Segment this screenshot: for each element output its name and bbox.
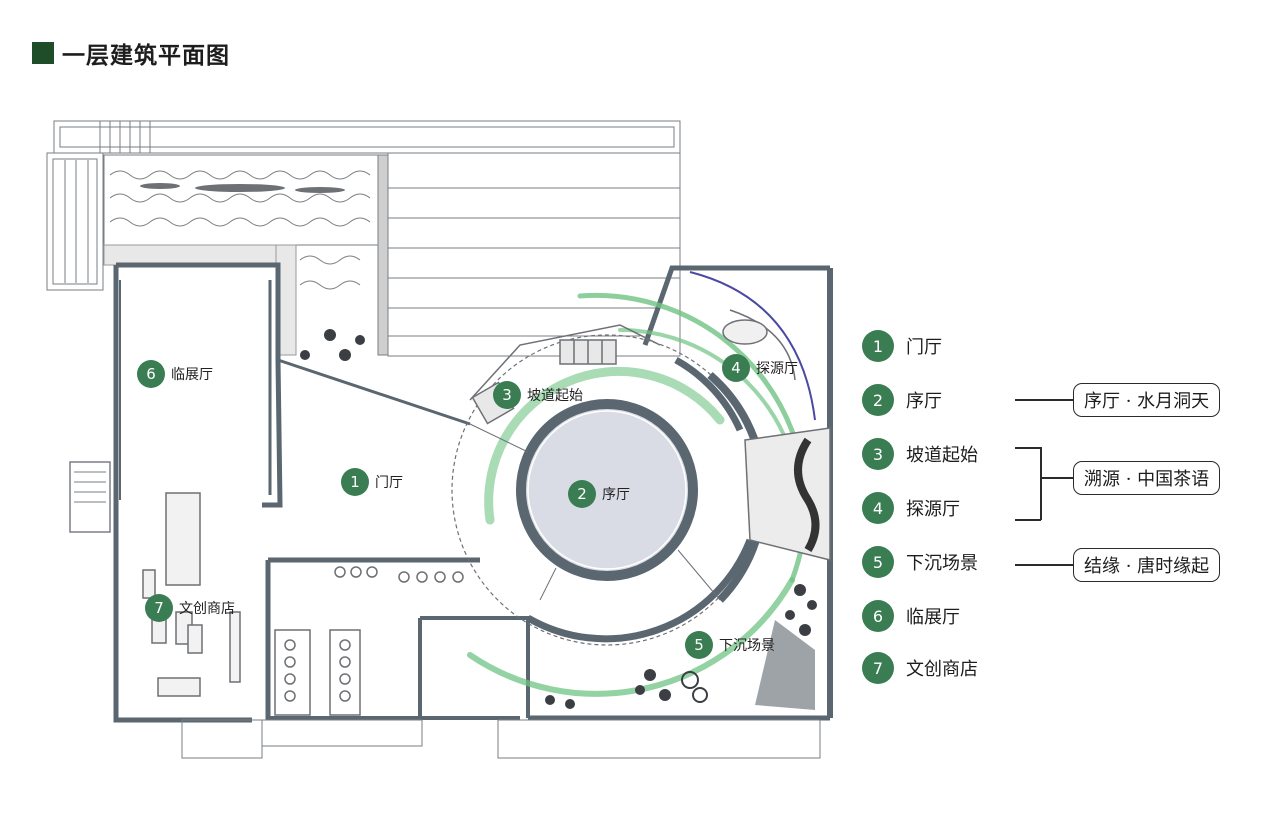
- page-title: 一层建筑平面图: [32, 36, 230, 70]
- legend-label: 临展厅: [906, 607, 960, 628]
- legend-item: 7 文创商店: [862, 652, 978, 684]
- title-text: 一层建筑平面图: [62, 42, 230, 69]
- water-basin: [103, 154, 389, 356]
- legend-label: 下沉场景: [906, 553, 978, 574]
- connector-line: [1015, 519, 1041, 521]
- plan-label-5: 5 下沉场景: [685, 631, 775, 659]
- legend-label: 文创商店: [906, 659, 978, 680]
- plan-label-7: 7 文创商店: [145, 594, 235, 622]
- plan-label-6: 6 临展厅: [137, 360, 213, 388]
- connector-line: [1015, 564, 1073, 566]
- svg-text:门厅: 门厅: [375, 475, 403, 491]
- svg-text:7: 7: [154, 599, 164, 617]
- shop-fixtures: [142, 492, 241, 697]
- legend-item: 6 临展厅: [862, 600, 960, 632]
- svg-text:2: 2: [577, 485, 587, 503]
- legend-number: 4: [862, 492, 894, 524]
- svg-text:文创商店: 文创商店: [179, 601, 235, 617]
- svg-text:探源厅: 探源厅: [756, 361, 798, 377]
- plan-label-1: 1 门厅: [341, 468, 403, 496]
- toilet-block: [274, 566, 464, 716]
- theme-box: 序厅 · 水月洞天: [1073, 383, 1221, 417]
- svg-text:下沉场景: 下沉场景: [719, 638, 775, 654]
- svg-text:临展厅: 临展厅: [171, 367, 213, 383]
- connector-bracket: [1040, 447, 1042, 520]
- legend-item: 4 探源厅: [862, 492, 960, 524]
- connector-line: [1040, 477, 1073, 479]
- legend-number: 2: [862, 384, 894, 416]
- title-square-icon: [32, 42, 54, 64]
- svg-text:序厅: 序厅: [602, 487, 630, 503]
- legend-label: 探源厅: [906, 499, 960, 520]
- legend-label: 门厅: [906, 337, 942, 358]
- svg-text:1: 1: [350, 473, 360, 491]
- legend-item: 1 门厅: [862, 330, 942, 362]
- svg-text:6: 6: [146, 365, 156, 383]
- legend-item: 2 序厅: [862, 384, 942, 416]
- plan-label-4: 4 探源厅: [722, 354, 798, 382]
- legend-number: 6: [862, 600, 894, 632]
- legend-number: 1: [862, 330, 894, 362]
- legend-item: 5 下沉场景: [862, 546, 978, 578]
- theme-box: 溯源 · 中国茶语: [1073, 461, 1221, 495]
- plan-label-2: 2 序厅: [568, 480, 630, 508]
- connector-line: [1015, 399, 1073, 401]
- sunken-garden: [300, 329, 817, 710]
- theme-box: 结缘 · 唐时缘起: [1073, 548, 1221, 582]
- legend-item: 3 坡道起始: [862, 438, 978, 470]
- legend-label: 坡道起始: [906, 445, 978, 466]
- svg-text:4: 4: [731, 359, 741, 377]
- connector-line: [1015, 447, 1041, 449]
- legend-number: 3: [862, 438, 894, 470]
- svg-text:3: 3: [502, 386, 512, 404]
- site-lines: [46, 120, 681, 357]
- svg-text:5: 5: [694, 636, 704, 654]
- origin-hall-interior: [674, 271, 831, 561]
- legend-label: 序厅: [906, 391, 942, 412]
- plan-label-3: 3 坡道起始: [493, 381, 583, 409]
- legend-number: 7: [862, 652, 894, 684]
- legend-number: 5: [862, 546, 894, 578]
- svg-text:坡道起始: 坡道起始: [527, 388, 583, 404]
